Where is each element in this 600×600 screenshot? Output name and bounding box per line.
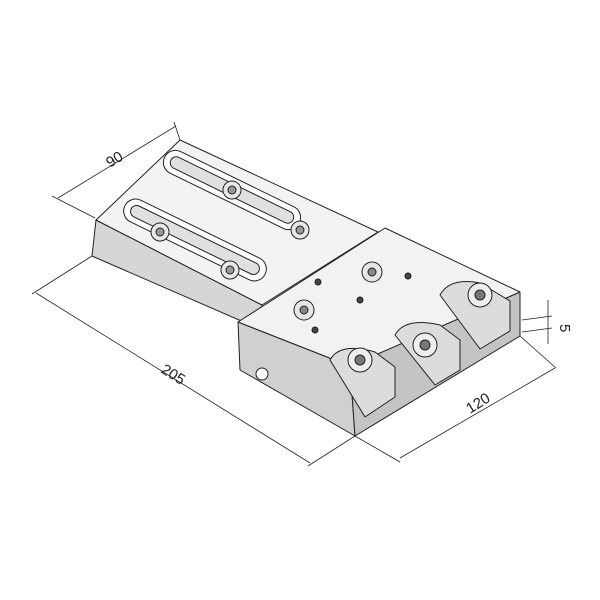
dimension-120-label: 120 [463, 390, 493, 418]
clamp-jaws [329, 281, 511, 418]
dimension-5: 5 [521, 300, 573, 344]
base-plate [91, 139, 379, 331]
dimension-90-label: 90 [103, 148, 126, 171]
screws [150, 180, 310, 280]
module-screws [293, 261, 412, 334]
dimension-5-label: 5 [556, 324, 573, 332]
slot-lower [123, 198, 267, 282]
dimension-90: 90 [51, 121, 181, 219]
side-hole [255, 367, 269, 381]
module-top-face [237, 227, 521, 367]
